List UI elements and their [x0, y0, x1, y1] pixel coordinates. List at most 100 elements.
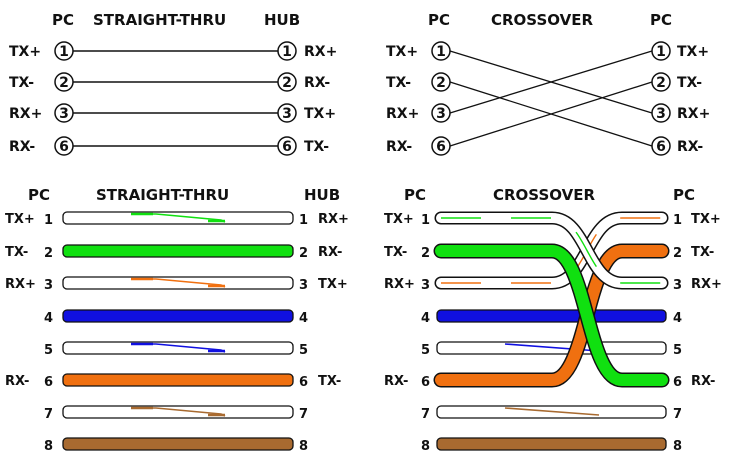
tr-right-pin-3: 3 [656, 106, 666, 122]
tl-right-pin-circle-2 [277, 72, 297, 92]
tr-title-pc-right: PC [650, 11, 672, 29]
br-right-label-6: RX- [691, 374, 715, 389]
bl-right-label-6: TX- [318, 374, 341, 389]
tl-left-pin-6: 6 [59, 139, 69, 155]
tl-left-label-3: RX+ [9, 106, 42, 122]
br-right-label-1: TX+ [691, 212, 721, 227]
br-left-pin-2: 2 [421, 246, 430, 261]
tr-left-pin-3: 3 [436, 106, 446, 122]
bl-right-pin-5: 5 [299, 343, 308, 358]
bl-right-label-1: RX+ [318, 212, 349, 227]
br-stripe-7 [504, 407, 600, 416]
br-wire-8 [436, 437, 667, 451]
bl-right-label-2: RX- [318, 245, 342, 260]
tl-right-pin-circle-3 [277, 103, 297, 123]
tr-left-pin-1: 1 [436, 44, 446, 60]
bl-right-label-3: TX+ [318, 277, 348, 292]
br-left-pin-1: 1 [421, 213, 430, 228]
tl-right-pin-3: 3 [282, 106, 292, 122]
tr-right-label-6: RX- [677, 139, 703, 155]
tr-cross-wire-6 [449, 81, 653, 147]
br-right-label-3: RX+ [691, 277, 722, 292]
tr-cross-wire-3 [449, 50, 653, 114]
bl-right-pin-4: 4 [299, 311, 308, 326]
bl-right-pin-3: 3 [299, 278, 308, 293]
tl-right-label-3: TX+ [304, 106, 336, 122]
bl-wire-3 [62, 276, 294, 290]
tr-right-pin-2: 2 [656, 75, 666, 91]
tl-left-label-1: TX+ [9, 44, 41, 60]
br-right-pin-6: 6 [673, 375, 682, 390]
bl-wire-4 [62, 309, 294, 323]
bl-right-pin-2: 2 [299, 246, 308, 261]
br-left-label-2: TX- [384, 245, 407, 260]
tr-left-pin-6: 6 [436, 139, 446, 155]
tr-left-label-3: RX+ [386, 106, 419, 122]
tl-right-label-6: TX- [304, 139, 329, 155]
bl-left-pin-2: 2 [44, 246, 53, 261]
bl-wire-5 [62, 341, 294, 355]
bl-wire-1 [62, 211, 294, 225]
bl-left-pin-8: 8 [44, 439, 53, 454]
bl-wire-6 [62, 373, 294, 387]
bl-wire-7 [62, 405, 294, 419]
bl-left-label-3: RX+ [5, 277, 36, 292]
bl-left-pin-3: 3 [44, 278, 53, 293]
bl-left-label-6: RX- [5, 374, 29, 389]
tl-left-label-2: TX- [9, 75, 34, 91]
bl-right-pin-7: 7 [299, 407, 308, 422]
bl-left-pin-5: 5 [44, 343, 53, 358]
tl-right-pin-circle-6 [277, 136, 297, 156]
br-left-label-1: TX+ [384, 212, 414, 227]
tr-left-label-6: RX- [386, 139, 412, 155]
br-right-label-2: TX- [691, 245, 714, 260]
br-left-pin-8: 8 [421, 439, 430, 454]
tr-right-label-3: RX+ [677, 106, 710, 122]
bl-left-pin-1: 1 [44, 213, 53, 228]
br-left-label-3: RX+ [384, 277, 415, 292]
br-right-pin-3: 3 [673, 278, 682, 293]
bl-left-pin-4: 4 [44, 311, 53, 326]
br-cross-wire-2 [435, 245, 668, 386]
bl-wire-2 [62, 244, 294, 258]
tl-right-pin-2: 2 [282, 75, 292, 91]
br-left-label-6: RX- [384, 374, 408, 389]
bl-left-pin-7: 7 [44, 407, 53, 422]
tl-right-pin-circle-1 [277, 41, 297, 61]
br-right-pin-2: 2 [673, 246, 682, 261]
br-right-pin-1: 1 [673, 213, 682, 228]
bl-right-pin-1: 1 [299, 213, 308, 228]
bl-wire-8 [62, 437, 294, 451]
tr-right-label-2: TX- [677, 75, 702, 91]
br-left-pin-6: 6 [421, 375, 430, 390]
tl-right-pin-6: 6 [282, 139, 292, 155]
bl-left-label-1: TX+ [5, 212, 35, 227]
tr-title-pc-left: PC [428, 11, 450, 29]
tl-right-pin-1: 1 [282, 44, 292, 60]
tl-left-label-6: RX- [9, 139, 35, 155]
tr-left-label-1: TX+ [386, 44, 418, 60]
bl-right-pin-8: 8 [299, 439, 308, 454]
bl-title-pc: PC [28, 186, 50, 204]
bl-right-pin-6: 6 [299, 375, 308, 390]
tl-left-pin-1: 1 [59, 44, 69, 60]
br-left-pin-3: 3 [421, 278, 430, 293]
tl-title-hub: HUB [264, 11, 300, 29]
tl-right-label-2: RX- [304, 75, 330, 91]
bl-left-label-2: TX- [5, 245, 28, 260]
tl-title-main: STRAIGHT-THRU [93, 11, 226, 29]
tr-title-main: CROSSOVER [491, 11, 593, 29]
br-title-pc-left: PC [404, 186, 426, 204]
br-left-pin-7: 7 [421, 407, 430, 422]
bl-title-main: STRAIGHT-THRU [96, 186, 229, 204]
tr-right-pin-6: 6 [656, 139, 666, 155]
tl-right-label-1: RX+ [304, 44, 337, 60]
tr-right-pin-1: 1 [656, 44, 666, 60]
br-cross-stripe-1 [441, 217, 662, 284]
tl-left-pin-2: 2 [59, 75, 69, 91]
